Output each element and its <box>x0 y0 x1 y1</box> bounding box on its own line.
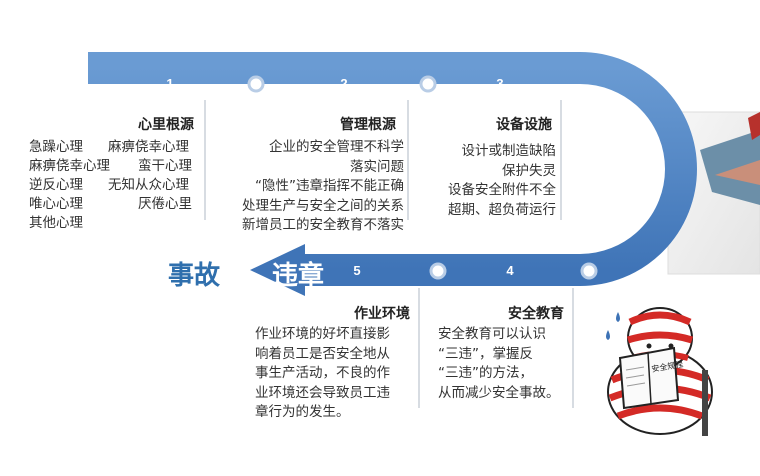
step-1-item: 逆反心理 <box>29 177 83 193</box>
step-3-line: 设备安全附件不全 <box>448 182 556 198</box>
step-5-line: 事生产活动，不良的作 <box>255 365 390 381</box>
step-1-item: 蛮干心理 <box>138 158 192 174</box>
step-5-body: 作业环境的好坏直接影 响着员工是否安全地从 事生产活动，不良的作 业环境还会导致… <box>255 325 390 423</box>
step-1-item: 厌倦心里 <box>138 196 192 212</box>
step-4-line: 安全教育可以认识 <box>438 326 546 342</box>
step-1-item: 唯心心理 <box>29 196 83 212</box>
step-5-title: 作业环境 <box>354 306 410 322</box>
band-dot-4 <box>429 262 447 280</box>
step-3-line: 设计或制造缺陷 <box>461 143 557 159</box>
step-4-line: “三违”，掌握反 <box>438 345 533 362</box>
step-5-line: 响着员工是否安全地从 <box>255 345 390 362</box>
step-4-body: 安全教育可以认识 “三违”，掌握反 “三违”的方法， 从而减少安全事故。 <box>438 325 560 403</box>
result-label: 事故 <box>168 261 221 291</box>
step-3-body: 设计或制造缺陷 保护失灵 设备安全附件不全 超期、超负荷运行 <box>448 142 556 220</box>
step-4-line: “三违”的方法， <box>438 365 533 381</box>
band-dot-3 <box>580 262 598 280</box>
step-1-item: 麻痹侥幸心理 <box>108 139 189 155</box>
step-2-line: “隐性”违章指挥不能正确 <box>255 178 404 194</box>
step-2-line: 落实问题 <box>350 158 404 175</box>
step-1-number: 1 <box>166 76 174 91</box>
band-dot-2 <box>419 75 437 93</box>
step-5-line: 作业环境的好坏直接影 <box>255 326 390 342</box>
step-1-item: 其他心理 <box>29 215 83 231</box>
step-2-number: 2 <box>340 76 348 91</box>
step-2-body: 企业的安全管理不科学 落实问题 “隐性”违章指挥不能正确 处理生产与安全之间的关… <box>242 138 404 236</box>
step-5-line: 章行为的发生。 <box>255 404 350 420</box>
step-2-line: 处理生产与安全之间的关系 <box>242 197 404 214</box>
step-1-title: 心里根源 <box>138 117 194 133</box>
step-3-line: 保护失灵 <box>502 162 556 179</box>
step-1-item: 麻痹侥幸心理 <box>29 158 110 174</box>
divider-5 <box>572 288 574 408</box>
book: 安全规程 <box>618 346 684 410</box>
step-2-line: 新增员工的安全教育不落实 <box>242 217 404 233</box>
divider-4 <box>418 288 420 408</box>
step-4-line: 从而减少安全事故。 <box>438 384 560 401</box>
band-path <box>88 52 697 286</box>
step-5-line: 业环境还会导致员工违 <box>255 384 390 401</box>
step-2-title: 管理根源 <box>340 117 396 133</box>
step-5-number: 5 <box>353 263 361 278</box>
photo-fragment <box>667 111 760 275</box>
arrow-label: 违章 <box>272 261 325 291</box>
divider-3 <box>560 100 562 220</box>
step-4-title: 安全教育 <box>508 306 564 322</box>
step-3-line: 超期、超负荷运行 <box>448 201 556 218</box>
step-1-item: 急躁心理 <box>29 139 83 155</box>
step-4-number: 4 <box>506 263 514 278</box>
band-dot-1 <box>247 75 265 93</box>
step-3-title: 设备设施 <box>496 117 552 133</box>
divider-2 <box>407 100 409 220</box>
step-1-item: 无知从众心理 <box>108 177 189 193</box>
injured-worker-illustration: 安全规程 <box>606 307 713 436</box>
divider-1 <box>204 100 206 220</box>
step-2-line: 企业的安全管理不科学 <box>269 139 404 155</box>
step-3-number: 3 <box>496 76 504 91</box>
